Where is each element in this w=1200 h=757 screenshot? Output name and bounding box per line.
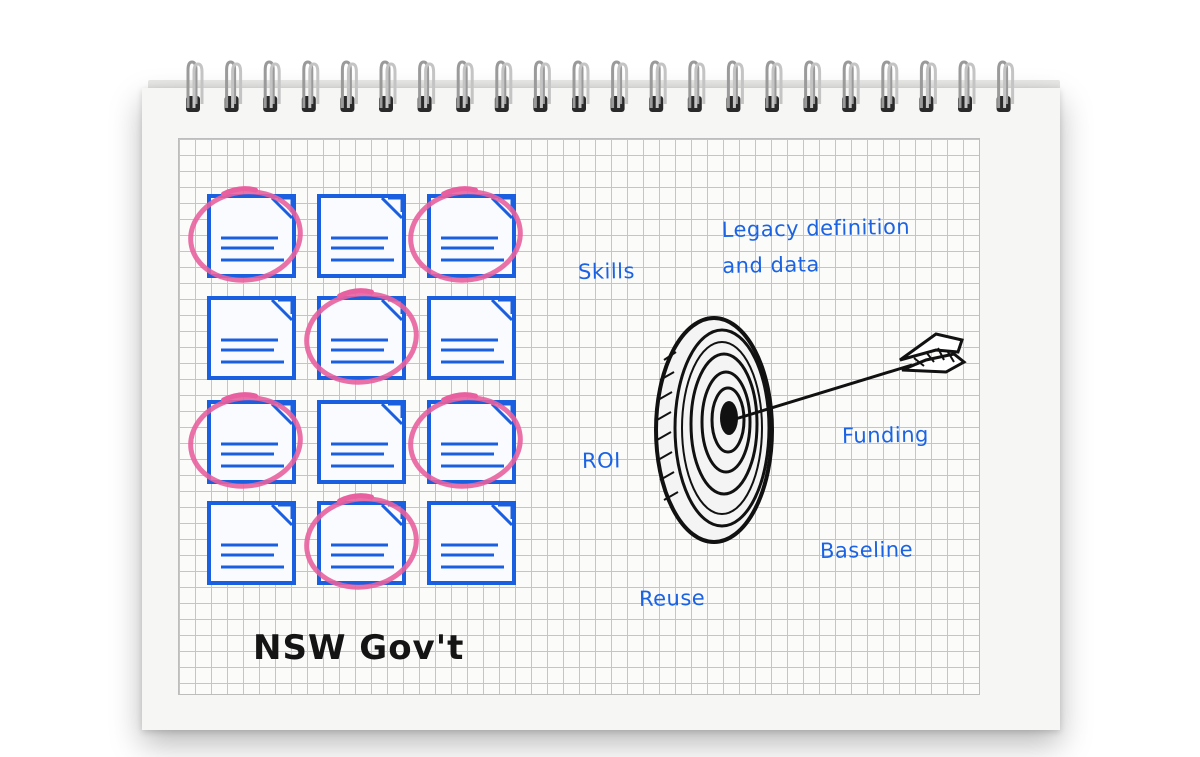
binding-ring [919, 60, 937, 112]
document-icon [317, 501, 406, 585]
funding-label: Funding [841, 422, 930, 448]
document-icon [207, 400, 296, 484]
document-icon [207, 501, 296, 585]
binding-ring [610, 60, 629, 112]
circle-highlight [304, 493, 419, 590]
document-grid [207, 194, 516, 585]
binding-ring [880, 60, 899, 112]
circle-highlight [188, 392, 303, 489]
binding-ring [687, 60, 706, 112]
circle-highlight [408, 392, 523, 489]
legacy-definition-label: Legacy definition and data [721, 209, 911, 284]
binding-ring [726, 60, 744, 112]
circle-highlight [188, 186, 303, 283]
document-icon [427, 296, 516, 380]
document-icon [317, 296, 406, 380]
circle-highlight [304, 288, 419, 385]
arrow-icon [731, 332, 967, 422]
document-icon [317, 400, 406, 484]
document-icon [317, 194, 406, 278]
binding-ring [186, 60, 204, 112]
binding-ring [572, 60, 590, 112]
binding-ring [417, 60, 436, 112]
baseline-label: Baseline [819, 537, 914, 563]
binding-ring [803, 60, 822, 112]
binding-ring [494, 60, 513, 112]
binding-ring [765, 60, 783, 112]
grid-paper [178, 138, 980, 695]
document-icon [427, 400, 516, 484]
binding-ring [456, 60, 474, 112]
reuse-label: Reuse [638, 585, 706, 611]
binding-ring [996, 60, 1015, 112]
circle-highlight [408, 186, 523, 283]
binding-ring [649, 60, 667, 112]
document-icon [207, 296, 296, 380]
circle-highlights [188, 186, 523, 590]
skills-label: Skills [577, 259, 636, 284]
binding-ring [533, 60, 551, 112]
nsw-govt-caption: NSW Gov't [253, 628, 465, 668]
binding-ring [379, 60, 397, 112]
binding-ring [340, 60, 358, 112]
document-icon [207, 194, 296, 278]
target-icon [654, 316, 774, 544]
binding-ring [958, 60, 976, 112]
document-icon [427, 194, 516, 278]
binding-ring [842, 60, 860, 112]
binding-ring [301, 60, 320, 112]
roi-label: ROI [581, 448, 622, 473]
binding-ring [263, 60, 281, 112]
binding-ring [224, 60, 243, 112]
legacy-label-line1: Legacy definition [721, 214, 911, 243]
spiral-binding [186, 60, 1015, 112]
legacy-label-line2: and data [722, 252, 821, 278]
document-icon [427, 501, 516, 585]
